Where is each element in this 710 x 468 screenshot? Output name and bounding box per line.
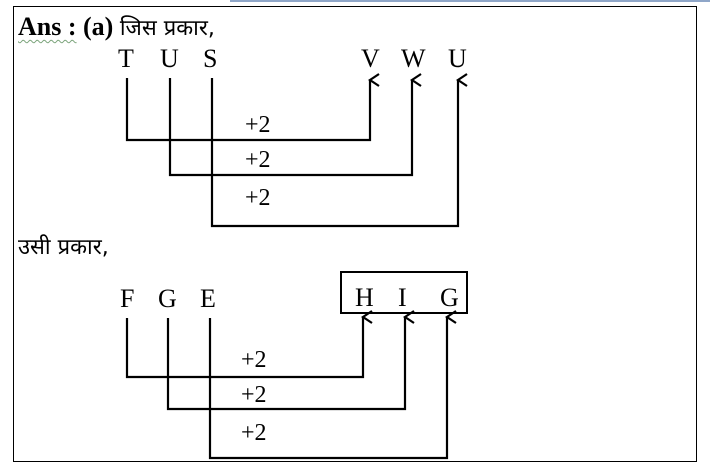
d2-target-1: H [355,283,374,312]
d1-source-1: T [118,44,134,73]
d1-step-3: +2 [245,185,271,211]
window-top-edge [230,0,710,2]
d1-target-3: U [448,44,467,73]
d2-step-1: +2 [241,347,267,373]
answer-box [340,271,468,314]
d1-source-3: S [203,44,218,73]
d2-target-2: I [398,283,407,312]
answer-heading: Ans : (a) जिस प्रकार, [18,14,215,40]
d1-connector-3 [210,73,468,228]
d1-step-2: +2 [245,147,271,173]
d1-connector-1 [125,73,380,142]
answer-frame [13,6,697,462]
d2-connector-1 [125,310,373,379]
d2-source-2: G [158,284,177,313]
d1-step-1: +2 [245,112,271,138]
similarly-label: उसी प्रकार, [18,235,109,260]
d2-step-2: +2 [241,382,267,408]
d2-step-3: +2 [241,420,267,446]
d1-source-2: U [160,44,179,73]
d1-target-2: W [401,44,426,73]
d2-target-3: G [440,283,459,312]
d2-source-3: E [200,284,216,313]
ans-label: Ans : [18,12,77,41]
d2-source-1: F [120,284,135,313]
answer-option: (a) [83,12,114,41]
d2-connector-3 [208,310,457,460]
heading-phrase: जिस प्रकार, [119,16,215,41]
d1-connector-2 [168,73,422,177]
d2-connector-2 [166,310,415,411]
d1-target-1: V [361,44,380,73]
